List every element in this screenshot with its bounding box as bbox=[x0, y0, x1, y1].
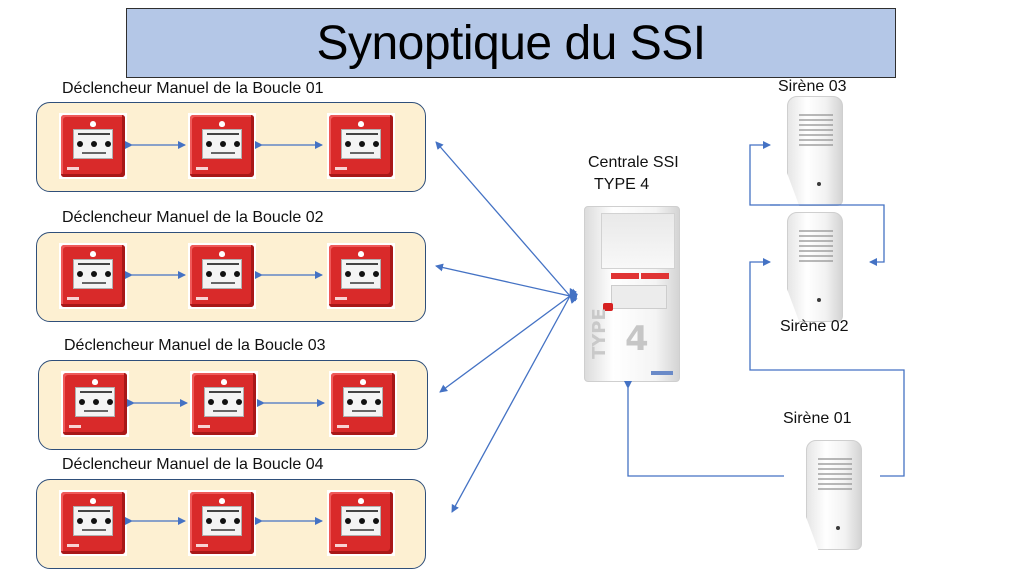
manual-call-point-icon bbox=[329, 371, 397, 437]
siren-03-to-siren-02 bbox=[770, 204, 885, 266]
loop-04-label: Déclencheur Manuel de la Boucle 04 bbox=[62, 456, 324, 473]
fire-alarm-panel-icon: 4 TYPE bbox=[584, 206, 680, 382]
loop-04-box bbox=[36, 479, 426, 569]
loop-01-connection bbox=[435, 141, 578, 304]
siren-02-label: Sirène 02 bbox=[780, 318, 849, 335]
manual-call-point-icon bbox=[188, 243, 256, 309]
manual-call-point-icon bbox=[190, 371, 258, 437]
central-label: Centrale SSI bbox=[588, 154, 679, 171]
manual-call-point-icon bbox=[59, 243, 127, 309]
loop-01-label: Déclencheur Manuel de la Boucle 01 bbox=[62, 80, 324, 97]
central-to-siren-01 bbox=[624, 381, 784, 477]
manual-call-point-icon bbox=[59, 113, 127, 179]
loop-02-box bbox=[36, 232, 426, 322]
loop-02-label: Déclencheur Manuel de la Boucle 02 bbox=[62, 209, 324, 226]
manual-call-point-icon bbox=[61, 371, 129, 437]
loop-03-label: Déclencheur Manuel de la Boucle 03 bbox=[64, 337, 326, 354]
loop-03-connection bbox=[439, 288, 579, 393]
central-type-label: TYPE 4 bbox=[594, 176, 650, 193]
siren-01-to-siren-02 bbox=[749, 258, 905, 477]
loop-01-box bbox=[36, 102, 426, 192]
loop-04-connection bbox=[451, 287, 577, 513]
manual-call-point-icon bbox=[188, 113, 256, 179]
siren-icon bbox=[783, 96, 847, 208]
siren-03-label: Sirène 03 bbox=[778, 78, 847, 95]
siren-01-label: Sirène 01 bbox=[783, 410, 852, 427]
manual-call-point-icon bbox=[59, 490, 127, 556]
manual-call-point-icon bbox=[327, 113, 395, 179]
page-title: Synoptique du SSI bbox=[126, 8, 896, 78]
manual-call-point-icon bbox=[327, 490, 395, 556]
manual-call-point-icon bbox=[327, 243, 395, 309]
manual-call-point-icon bbox=[188, 490, 256, 556]
bus-to-siren-03 bbox=[749, 141, 780, 206]
loop-02-connection bbox=[435, 263, 578, 302]
loop-03-box bbox=[38, 360, 428, 450]
siren-icon bbox=[783, 212, 847, 324]
siren-icon bbox=[802, 440, 866, 552]
